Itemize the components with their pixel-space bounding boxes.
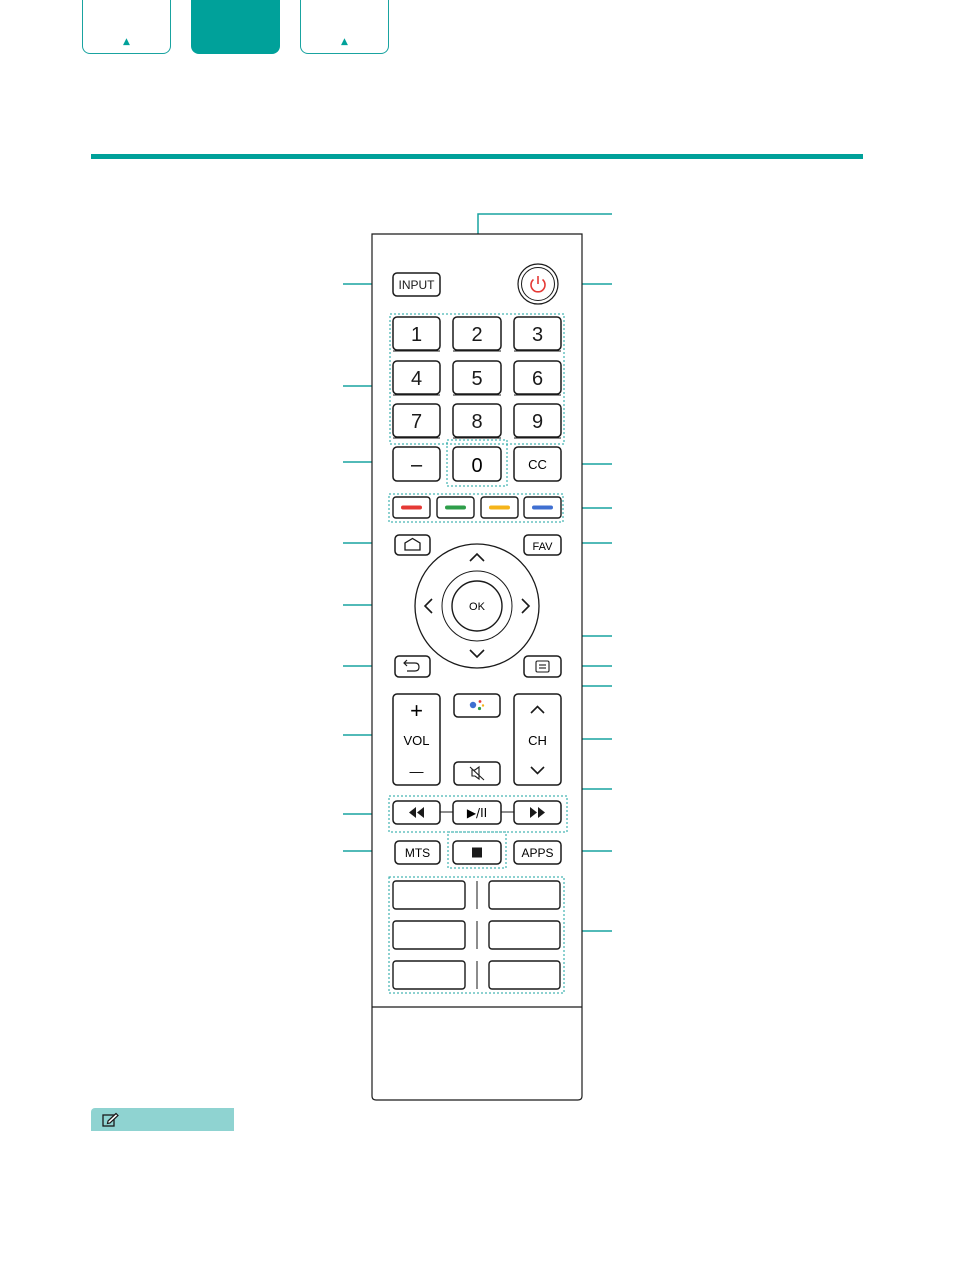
back-button[interactable] xyxy=(394,655,431,678)
rewind-icon xyxy=(409,807,424,818)
vol-label: VOL xyxy=(403,733,429,748)
tab-left[interactable]: ▲ xyxy=(82,0,171,54)
back-icon xyxy=(403,659,420,672)
dpad-right-icon[interactable] xyxy=(521,598,531,614)
tab-middle[interactable] xyxy=(191,0,280,54)
digit-7-button[interactable]: 7 xyxy=(392,403,441,438)
tab-right-arrow-icon: ▲ xyxy=(341,37,348,47)
tab-left-arrow-icon: ▲ xyxy=(123,37,130,47)
tab-right[interactable]: ▲ xyxy=(300,0,389,54)
dash-label: – xyxy=(411,454,423,476)
home-icon xyxy=(404,537,421,551)
ch-label: CH xyxy=(528,733,547,748)
ch-down-icon xyxy=(530,766,545,775)
digit-1-button[interactable]: 1 xyxy=(392,316,441,351)
app-key-1[interactable] xyxy=(392,880,466,910)
digit-label: 6 xyxy=(532,368,543,390)
callout-ir xyxy=(477,213,612,234)
digit-6-button[interactable]: 6 xyxy=(513,360,562,395)
digit-9-button[interactable]: 9 xyxy=(513,403,562,438)
play-pause-button[interactable]: ▶/II xyxy=(452,800,502,825)
ok-label: OK xyxy=(469,601,486,613)
menu-button[interactable] xyxy=(523,655,562,678)
assistant-button[interactable] xyxy=(453,693,501,718)
mts-button[interactable]: MTS xyxy=(394,840,441,865)
color-key-bar xyxy=(489,505,510,510)
digit-4-button[interactable]: 4 xyxy=(392,360,441,395)
note-edit-icon xyxy=(102,1112,119,1127)
section-rule xyxy=(91,154,863,159)
color-key-bar xyxy=(401,505,422,510)
apps-button[interactable]: APPS xyxy=(513,840,562,865)
digit-label: 9 xyxy=(532,411,543,433)
stop-button[interactable] xyxy=(452,840,502,865)
apps-label: APPS xyxy=(521,846,553,860)
ok-button[interactable]: OK xyxy=(451,580,503,632)
vol-minus-label: — xyxy=(410,763,424,779)
fast-forward-icon xyxy=(530,807,545,818)
digit-label: 7 xyxy=(411,411,422,433)
input-label: INPUT xyxy=(399,278,436,292)
zero-button[interactable]: 0 xyxy=(452,446,502,482)
channel-rocker[interactable]: CH xyxy=(513,693,562,786)
rewind-button[interactable] xyxy=(392,800,441,825)
power-button[interactable] xyxy=(517,263,559,305)
digit-label: 2 xyxy=(471,324,482,346)
dpad-left-icon[interactable] xyxy=(423,598,433,614)
color-key-3[interactable] xyxy=(480,496,519,519)
ch-up-icon xyxy=(530,705,545,714)
stop-icon xyxy=(472,847,482,858)
app-key-6[interactable] xyxy=(488,960,561,990)
fast-forward-button[interactable] xyxy=(513,800,562,825)
google-assistant-icon xyxy=(469,700,485,711)
color-keys xyxy=(392,496,562,519)
cc-button[interactable]: CC xyxy=(513,446,562,482)
fav-button[interactable]: FAV xyxy=(523,534,562,556)
color-key-bar xyxy=(445,505,466,510)
dpad-down-icon[interactable] xyxy=(469,649,485,659)
app-key-5[interactable] xyxy=(392,960,466,990)
app-keys xyxy=(392,880,561,990)
app-key-3[interactable] xyxy=(392,920,466,950)
dash-button[interactable]: – xyxy=(392,446,441,482)
app-key-4[interactable] xyxy=(488,920,561,950)
mute-icon xyxy=(469,765,485,781)
color-key-bar xyxy=(532,505,553,510)
power-icon xyxy=(530,276,546,293)
play-pause-label: ▶/II xyxy=(467,806,487,820)
vol-plus-label: + xyxy=(410,698,423,723)
digit-2-button[interactable]: 2 xyxy=(452,316,502,351)
cc-label: CC xyxy=(528,457,547,472)
color-key-1[interactable] xyxy=(392,496,431,519)
volume-rocker[interactable]: + VOL — xyxy=(392,693,441,786)
dpad-up-icon[interactable] xyxy=(469,552,485,562)
menu-icon xyxy=(535,660,550,673)
digit-label: 3 xyxy=(532,324,543,346)
color-key-4[interactable] xyxy=(523,496,562,519)
group-outlines xyxy=(388,313,568,994)
color-key-2[interactable] xyxy=(436,496,475,519)
mts-label: MTS xyxy=(405,846,430,860)
digit-label: 4 xyxy=(411,368,422,390)
zero-label: 0 xyxy=(471,455,482,477)
mute-button[interactable] xyxy=(453,761,501,786)
digit-8-button[interactable]: 8 xyxy=(452,403,502,438)
home-button[interactable] xyxy=(394,534,431,556)
note-bar xyxy=(91,1108,234,1131)
digit-3-button[interactable]: 3 xyxy=(513,316,562,351)
number-pad: 1 2 3 4 5 6 7 8 9 xyxy=(392,316,562,439)
digit-label: 5 xyxy=(471,368,482,390)
input-button[interactable]: INPUT xyxy=(392,272,441,297)
digit-5-button[interactable]: 5 xyxy=(452,360,502,395)
digit-label: 1 xyxy=(411,324,422,346)
app-key-2[interactable] xyxy=(488,880,561,910)
fav-label: FAV xyxy=(533,541,554,553)
digit-label: 8 xyxy=(471,411,482,433)
